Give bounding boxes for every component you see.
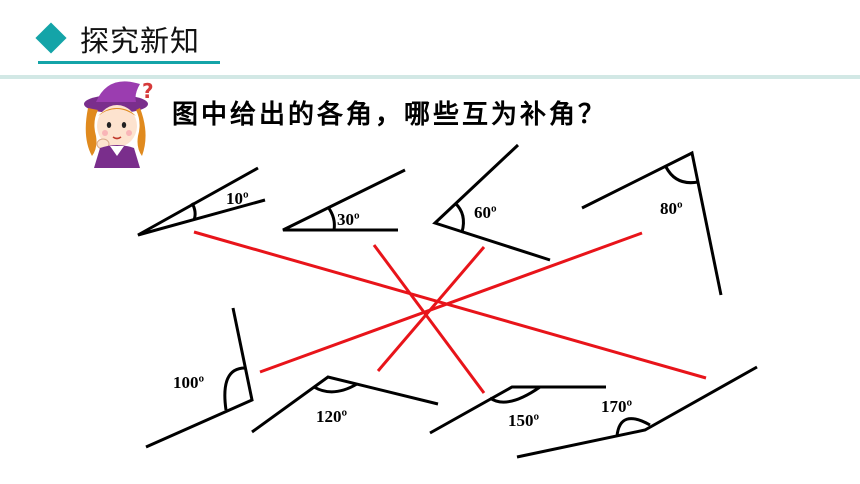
angle-170-label: 170º bbox=[601, 397, 633, 416]
question-text: 图中给出的各角，哪些互为补角？ bbox=[172, 100, 608, 130]
eye-left bbox=[106, 122, 112, 128]
header-divider bbox=[0, 75, 860, 79]
title-underline bbox=[38, 61, 220, 64]
eye-right bbox=[121, 122, 127, 128]
angle-120-label: 120º bbox=[316, 407, 348, 426]
angle-120-arc bbox=[313, 382, 358, 394]
section-title: 探究新知 bbox=[80, 24, 201, 58]
mouth bbox=[112, 136, 122, 140]
angle-10-label: 10º bbox=[226, 189, 249, 208]
angle-30: 30º bbox=[282, 168, 406, 232]
angle-120: 120º bbox=[251, 375, 439, 434]
angle-30-arc bbox=[326, 206, 336, 231]
angle-60-rays bbox=[432, 143, 551, 262]
header: 探究新知 bbox=[0, 0, 860, 80]
angle-100-arc bbox=[223, 366, 246, 411]
hair-right bbox=[136, 108, 146, 156]
thinking-girl-icon: ? bbox=[84, 79, 154, 168]
cheek-right bbox=[126, 130, 132, 136]
question-mark-icon: ? bbox=[142, 79, 154, 103]
angle-120-rays bbox=[251, 375, 439, 434]
angle-60-arc bbox=[453, 201, 465, 233]
pair-line-10-170 bbox=[193, 230, 707, 380]
angle-170-rays bbox=[516, 365, 758, 459]
angle-80-label: 80º bbox=[660, 199, 683, 218]
face bbox=[97, 105, 137, 147]
angle-30-label: 30º bbox=[337, 210, 360, 229]
angle-100-rays bbox=[145, 307, 254, 449]
collar bbox=[110, 146, 124, 156]
angle-150-label: 150º bbox=[508, 411, 540, 430]
angle-150: 150º bbox=[429, 385, 606, 435]
pair-lines bbox=[193, 230, 707, 394]
angle-170-arc bbox=[615, 417, 651, 437]
angle-100: 100º bbox=[145, 307, 254, 449]
angle-80-rays bbox=[581, 150, 723, 296]
angle-150-arc bbox=[489, 385, 541, 404]
angle-60-label: 60º bbox=[474, 203, 497, 222]
angle-80-arc bbox=[664, 166, 699, 185]
pair-line-80-100 bbox=[259, 231, 643, 374]
angle-10-arc bbox=[190, 202, 197, 221]
dress bbox=[94, 145, 140, 168]
bangs bbox=[98, 108, 136, 116]
angle-150-rays bbox=[429, 385, 606, 435]
angle-60: 60º bbox=[432, 143, 551, 262]
hat-crown bbox=[96, 81, 140, 102]
angle-30-rays bbox=[282, 168, 406, 232]
cheek-left bbox=[102, 130, 108, 136]
angle-100-label: 100º bbox=[173, 373, 205, 392]
angle-10: 10º bbox=[137, 166, 266, 237]
angle-170: 170º bbox=[516, 365, 758, 459]
pair-line-30-150 bbox=[372, 244, 486, 394]
angle-10-rays bbox=[137, 166, 266, 237]
hair-left bbox=[85, 108, 98, 156]
angle-80: 80º bbox=[581, 150, 723, 296]
